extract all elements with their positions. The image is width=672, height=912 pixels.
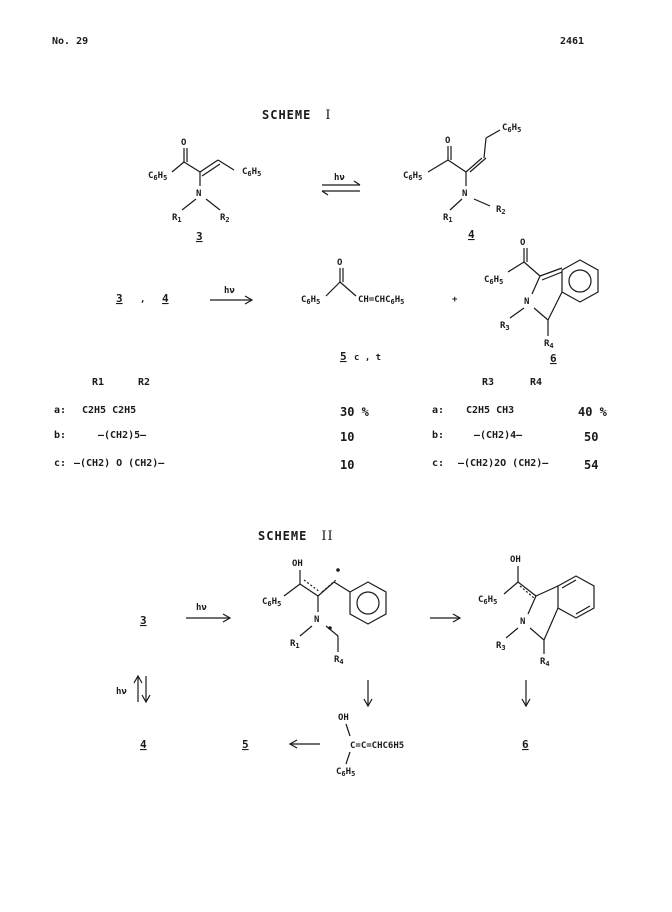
equilibrium-arrow: hν — [321, 173, 361, 196]
svg-text:R1: R1 — [443, 213, 453, 224]
compound-6-label: 6 — [550, 352, 557, 365]
scheme-1-title: SCHEME I — [262, 108, 332, 123]
svg-text:R2: R2 — [220, 213, 230, 224]
allenol-intermediate: OH C=C=CHC6H5 C6H5 — [336, 713, 404, 778]
svg-text:C6H5: C6H5 — [403, 171, 422, 182]
svg-text:R4: R4 — [544, 339, 554, 350]
row-b-left: —(CH2)5— — [98, 430, 147, 441]
table-header-r3: R3 — [482, 377, 495, 388]
svg-text:CH=CHC6H5: CH=CHC6H5 — [358, 295, 404, 306]
row-a-right: C2H5 CH3 — [466, 405, 515, 416]
row-c-left: —(CH2) O (CH2)— — [74, 458, 165, 469]
svg-text:R1: R1 — [172, 213, 182, 224]
allenol-text: C=C=CHC6H5 — [350, 741, 404, 751]
svg-text:R2: R2 — [496, 205, 506, 216]
compound-5-isomers: c , t — [354, 353, 381, 363]
row-a-id2: a: — [432, 405, 445, 416]
row-a-yield-5: 30 % — [340, 405, 369, 419]
compound-5-structure: C6H5 O CH=CHC6H5 + 5 c , t — [301, 258, 458, 363]
svg-text:OH: OH — [338, 713, 349, 723]
svg-text:O: O — [181, 138, 187, 148]
table-header-r2: R2 — [138, 377, 151, 388]
svg-text:O: O — [520, 238, 526, 248]
svg-text:C6H5: C6H5 — [478, 595, 497, 606]
reaction-hv-label: hν — [224, 286, 235, 296]
svg-text:N: N — [314, 615, 319, 625]
compound-6-structure: O C6H5 N R3 R4 6 — [484, 238, 599, 365]
compound-5-label: 5 — [340, 350, 347, 363]
svg-text:C6H5: C6H5 — [484, 275, 503, 286]
scheme-1-title-text: SCHEME — [262, 108, 312, 122]
journal-number: No. 29 — [52, 36, 89, 47]
row-a-yield-6: 40 % — [578, 405, 607, 419]
compound-3-structure: C6H5 O C6H5 N R1 R2 3 — [148, 138, 261, 243]
svg-text:C6H5: C6H5 — [502, 123, 521, 134]
row-c-yield-5: 10 — [340, 458, 355, 472]
row-b-yield-6: 50 — [584, 430, 599, 444]
scheme-1-roman: I — [325, 108, 332, 123]
row-b-id: b: — [54, 430, 67, 441]
row-c-id: c: — [54, 458, 67, 469]
svg-text:O: O — [337, 258, 343, 268]
compound-4-structure: C6H5 O C6H5 N R1 R2 4 — [403, 123, 521, 241]
svg-text:R4: R4 — [540, 657, 550, 668]
row-a-left: C2H5 C2H5 — [82, 405, 137, 416]
cyclized-intermediate: OH C6H5 N R3 R4 — [478, 555, 595, 668]
svg-text:C6H5: C6H5 — [336, 767, 355, 778]
compound-3-label: 3 — [196, 230, 203, 243]
svg-text:O: O — [445, 136, 451, 146]
row-b-right: —(CH2)4— — [474, 430, 523, 441]
svg-text:R1: R1 — [290, 639, 300, 650]
plus-sign: + — [452, 295, 458, 305]
svg-text:N: N — [520, 617, 525, 627]
page-number: 2461 — [560, 36, 585, 47]
svg-text:R3: R3 — [500, 321, 510, 332]
scheme-2-side-hv: hν — [116, 687, 127, 697]
svg-text:N: N — [462, 189, 467, 199]
compound-4-label: 4 — [468, 228, 475, 241]
table-header-r4: R4 — [530, 377, 543, 388]
row-c-yield-6: 54 — [584, 458, 599, 472]
row-b-id2: b: — [432, 430, 445, 441]
row-a-id: a: — [54, 405, 67, 416]
scheme-2-hv-label: hν — [196, 603, 207, 613]
biradical-intermediate: OH C6H5 N R1 R4 — [262, 559, 387, 666]
table-header-r1: R1 — [92, 377, 105, 388]
reaction-row: 3 , 4 hν — [116, 286, 254, 305]
svg-text:R3: R3 — [496, 641, 506, 652]
scheme-2-roman: II — [321, 529, 334, 544]
svg-text:C6H5: C6H5 — [262, 597, 281, 608]
svg-text:,: , — [140, 295, 145, 305]
scheme-2-label-6: 6 — [522, 738, 529, 751]
scheme-2-title: SCHEME II — [258, 529, 334, 544]
scheme-2-label-5: 5 — [242, 738, 249, 751]
row-c-id2: c: — [432, 458, 445, 469]
svg-text:OH: OH — [292, 559, 303, 569]
svg-text:OH: OH — [510, 555, 521, 565]
reactant-4-label: 4 — [162, 292, 169, 305]
scheme-2-start-label: 3 — [140, 614, 147, 627]
svg-text:C6H5: C6H5 — [242, 167, 261, 178]
svg-text:R4: R4 — [334, 655, 344, 666]
scheme-2-title-text: SCHEME — [258, 529, 308, 543]
reactant-3-label: 3 — [116, 292, 123, 305]
svg-text:C6H5: C6H5 — [301, 295, 320, 306]
equilibrium-hv-label: hν — [334, 173, 345, 183]
row-b-yield-5: 10 — [340, 430, 355, 444]
row-c-right: —(CH2)2O (CH2)— — [458, 458, 549, 469]
svg-text:C6H5: C6H5 — [148, 171, 167, 182]
svg-text:N: N — [196, 189, 201, 199]
scheme-2-label-4: 4 — [140, 738, 147, 751]
svg-text:N: N — [524, 297, 529, 307]
